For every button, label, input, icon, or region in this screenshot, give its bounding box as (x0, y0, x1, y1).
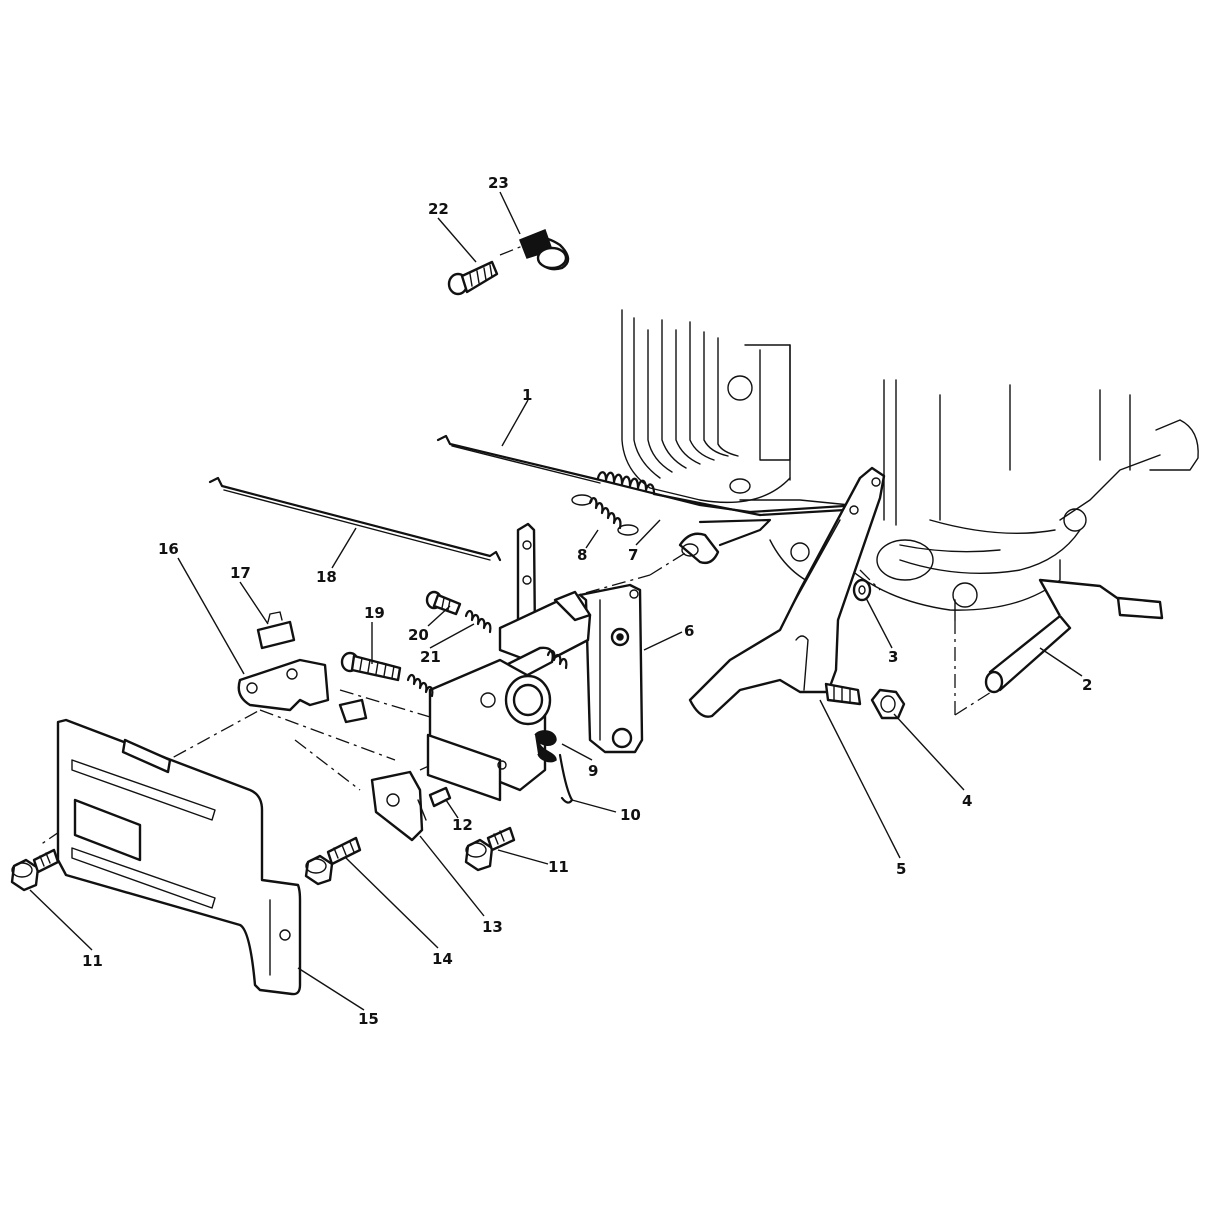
part-21-spring (464, 610, 492, 634)
part-17-clip (256, 611, 296, 650)
part-23-clamp (519, 229, 570, 271)
leader-lines (29, 191, 1083, 1011)
part-16-plate (237, 658, 368, 724)
part-6-bracket-plate (578, 583, 644, 754)
part-13-bracket (370, 770, 427, 842)
callout-23: 23 (488, 174, 509, 192)
part-19-screw (340, 651, 434, 698)
part-12-pin (428, 786, 452, 808)
part-8-spring (571, 494, 639, 536)
callout-15: 15 (358, 1010, 379, 1028)
callout-11-left: 11 (82, 952, 103, 970)
part-15-cover (56, 718, 302, 996)
callout-4: 4 (962, 792, 972, 810)
part-14-bolt (304, 836, 362, 886)
engine-block (621, 309, 1199, 621)
part-18-link-rod (208, 476, 502, 562)
part-3-washer (852, 578, 872, 602)
part-20-screw (425, 590, 462, 616)
callout-1: 1 (522, 386, 532, 404)
callout-10: 10 (620, 806, 641, 824)
part-11-bolt-right (464, 826, 516, 872)
callout-21: 21 (420, 648, 441, 666)
callout-16: 16 (158, 540, 179, 558)
governor-spring (596, 471, 847, 517)
part-10-wire (558, 753, 574, 804)
part-4-nut (870, 688, 906, 720)
callout-18: 18 (316, 568, 337, 586)
callout-12: 12 (452, 816, 473, 834)
callout-13: 13 (482, 918, 503, 936)
callout-11-right: 11 (548, 858, 569, 876)
callout-17: 17 (230, 564, 251, 582)
part-5-governor-arm (688, 466, 886, 718)
part-11-bolt-left (10, 848, 60, 892)
control-assembly (426, 522, 592, 802)
callout-22: 22 (428, 200, 449, 218)
part-2-crank (984, 578, 1164, 694)
callout-7: 7 (628, 546, 638, 564)
callout-9: 9 (588, 762, 598, 780)
callout-6: 6 (684, 622, 694, 640)
callout-2: 2 (1082, 676, 1092, 694)
part-1-throttle-link (436, 434, 870, 514)
callout-20: 20 (408, 626, 429, 644)
callout-5: 5 (896, 860, 906, 878)
callout-19: 19 (364, 604, 385, 622)
part-22-screw (447, 260, 499, 296)
part-7-link (678, 518, 772, 565)
callout-14: 14 (432, 950, 453, 968)
callout-3: 3 (888, 648, 898, 666)
callout-8: 8 (577, 546, 587, 564)
callout-labels: 1 2 3 4 5 6 7 8 9 10 11 11 12 13 14 15 1… (82, 174, 1092, 1028)
